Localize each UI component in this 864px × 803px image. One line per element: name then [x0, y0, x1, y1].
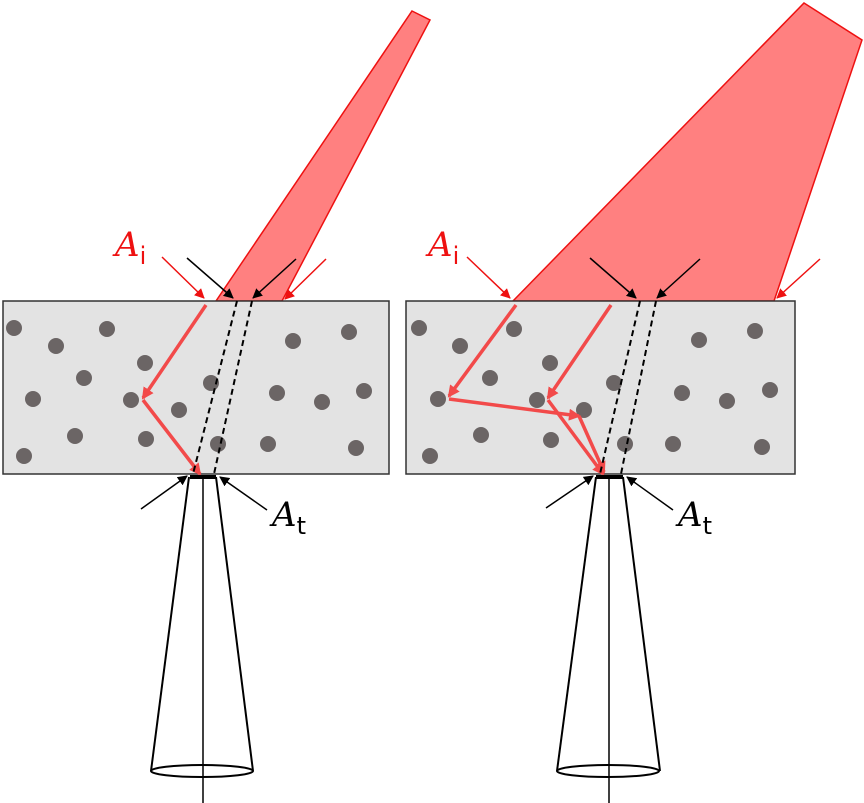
pointer-arrow-cone: [589, 257, 637, 299]
scattering-slab: [2, 300, 390, 475]
particle: [529, 392, 545, 408]
pointer-arrow-cone: [252, 258, 297, 299]
particle: [617, 436, 633, 452]
pointer-arrow-incident: [284, 258, 327, 300]
label-subscript: t: [297, 512, 306, 540]
particle: [123, 392, 139, 408]
detector-cone-edge: [150, 476, 190, 772]
particle: [6, 320, 22, 336]
particle: [203, 375, 219, 391]
particle: [285, 333, 301, 349]
pointer-arrow-cone: [656, 258, 701, 299]
pointer-arrow-incident: [161, 256, 205, 299]
pointer-arrow-aperture: [626, 476, 674, 511]
scattered-ray: [141, 398, 202, 476]
particle: [138, 431, 154, 447]
particle: [314, 394, 330, 410]
particle: [99, 321, 115, 337]
incident-beam-narrow: [214, 10, 432, 302]
detector-cone-edge: [215, 476, 254, 772]
particle: [260, 436, 276, 452]
particle: [665, 436, 681, 452]
label-main: A: [112, 225, 140, 265]
particle: [16, 448, 32, 464]
particles: [411, 320, 778, 464]
scattered-ray: [546, 304, 613, 400]
particle: [762, 382, 778, 398]
particle: [473, 427, 489, 443]
particle: [341, 324, 357, 340]
particle: [411, 320, 427, 336]
particle: [348, 440, 364, 456]
label-main: A: [675, 495, 703, 535]
panel-right: Ai At: [405, 2, 863, 803]
scattered-ray: [546, 398, 605, 476]
label-subscript: t: [703, 512, 712, 540]
particle: [269, 385, 285, 401]
pointer-arrow-aperture: [545, 475, 594, 509]
particle: [719, 393, 735, 409]
scattering-slab: [405, 300, 796, 475]
transmitted-area-label: At: [269, 495, 306, 540]
particle: [171, 402, 187, 418]
label-main: A: [269, 495, 297, 535]
label-main: A: [425, 225, 453, 265]
particle: [356, 383, 372, 399]
pointer-arrow-aperture: [219, 476, 268, 511]
particle: [754, 439, 770, 455]
incident-area-label: Ai: [112, 225, 146, 270]
particle: [674, 385, 690, 401]
particle: [542, 355, 558, 371]
particle: [606, 375, 622, 391]
particle: [482, 370, 498, 386]
scattered-ray: [447, 303, 518, 398]
incident-area-label: Ai: [425, 225, 459, 270]
pointer-arrow-aperture: [140, 475, 188, 510]
panel-left: Ai At: [2, 10, 432, 803]
particle: [210, 436, 226, 452]
particles: [6, 320, 372, 464]
particle: [76, 370, 92, 386]
transmitted-area-label: At: [675, 495, 712, 540]
particle: [422, 448, 438, 464]
particle: [543, 432, 559, 448]
scattered-ray: [141, 304, 208, 400]
detector-cone-edge: [622, 476, 661, 772]
particle: [747, 323, 763, 339]
particle: [48, 338, 64, 354]
particle: [137, 355, 153, 371]
detector-cone-base: [150, 764, 254, 778]
particle: [25, 391, 41, 407]
incident-beam-wide: [511, 2, 863, 302]
particle: [452, 338, 468, 354]
particle: [506, 321, 522, 337]
pointer-arrow-incident: [776, 258, 821, 299]
label-subscript: i: [140, 242, 147, 270]
detector-cone-edge: [556, 476, 597, 772]
label-subscript: i: [453, 242, 460, 270]
pointer-arrow-incident: [466, 256, 511, 299]
detector-cone-base: [556, 764, 660, 778]
particle: [67, 428, 83, 444]
pointer-arrow-cone: [186, 257, 234, 299]
particle: [430, 391, 446, 407]
particle: [691, 332, 707, 348]
